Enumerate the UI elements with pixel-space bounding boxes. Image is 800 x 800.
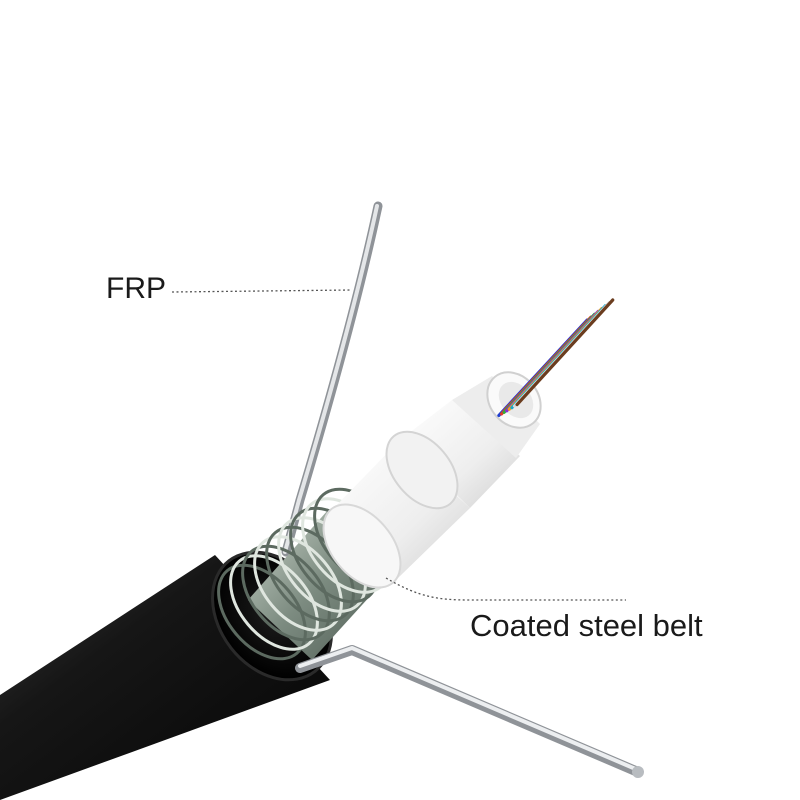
loose-tube xyxy=(322,371,542,589)
frp-rod-lower xyxy=(295,645,644,778)
frp-label: FRP xyxy=(106,272,166,305)
frp-leader-line xyxy=(171,289,353,293)
steel-belt-ridge xyxy=(229,554,319,651)
steel-belt-ridge xyxy=(217,563,307,661)
optical-fiber-strand xyxy=(515,298,615,407)
steel-belt-ridge xyxy=(253,535,343,632)
steel-belt-ridge xyxy=(241,544,331,642)
frp-rod-upper xyxy=(281,201,383,557)
steel-belt-leader-line xyxy=(385,577,626,601)
coated-steel-belt-label: Coated steel belt xyxy=(470,608,703,643)
optical-fibers xyxy=(497,298,615,418)
